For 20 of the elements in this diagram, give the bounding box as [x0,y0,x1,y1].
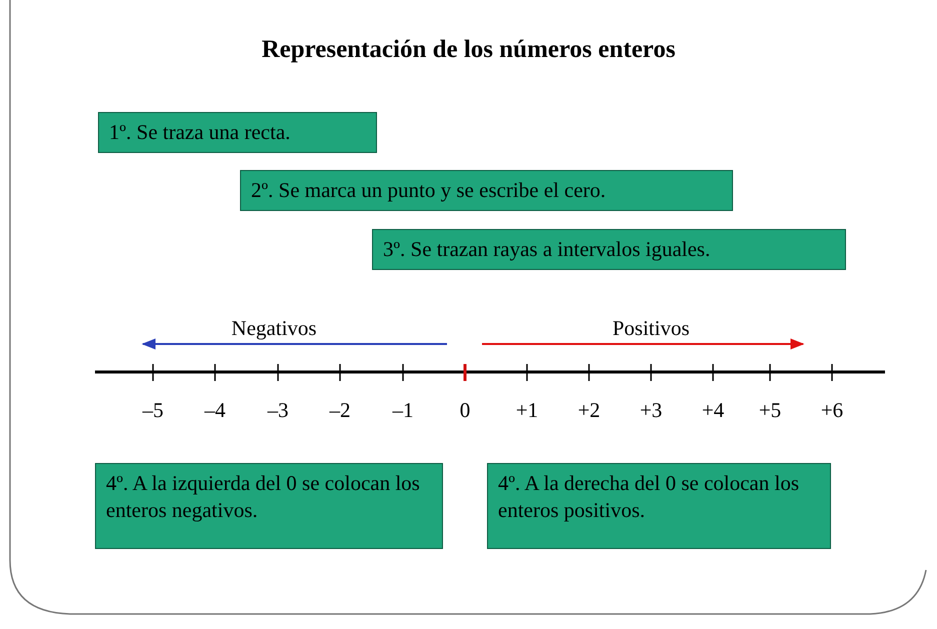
direction-label: Negativos [231,316,317,341]
tick-label: +2 [578,398,600,423]
tick-label: +5 [758,398,782,423]
title: Representación de los números enteros [260,36,676,64]
tick-label: –1 [392,398,414,423]
tick-label: –2 [330,398,350,423]
tick-label: 0 [460,398,470,423]
tick-label: +3 [640,398,662,423]
tick-label: +6 [820,398,844,423]
tick-label: –3 [268,398,288,423]
direction-label: Positivos [612,316,690,341]
step-box: 1º. Se traza una recta. [98,112,377,153]
step-box: 2º. Se marca un punto y se escribe el cero. [240,170,733,211]
step-box: 3º. Se trazan rayas a intervalos iguales. [372,229,846,270]
tick-label: +4 [702,398,724,423]
step-box: 4º. A la izquierda del 0 se colocan los enteros negativos. [95,463,443,549]
tick-label: –5 [142,398,164,423]
tick-label: +1 [516,398,538,423]
tick-label: –4 [204,398,226,423]
step-box: 4º. A la derecha del 0 se colocan los enteros positivos. [487,463,831,549]
